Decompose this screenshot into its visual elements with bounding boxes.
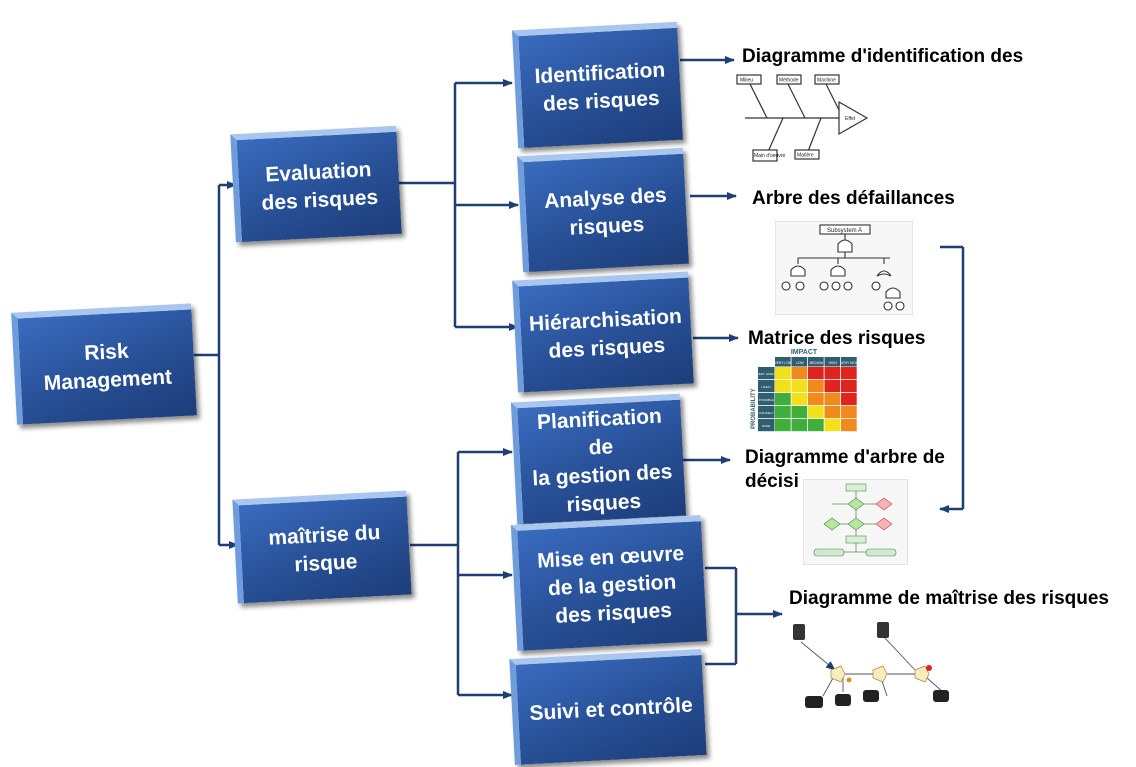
matrix-cell bbox=[791, 367, 808, 380]
matrix-col-label: LOW bbox=[796, 361, 804, 365]
matrix-col-header bbox=[791, 357, 808, 367]
matrix-row-label: LIKELY bbox=[761, 385, 771, 389]
matrix-cell bbox=[775, 419, 791, 432]
matrix-cell bbox=[791, 393, 808, 406]
matrix-cell bbox=[808, 406, 824, 419]
output-planification-label-line1: Diagramme d'arbre de bbox=[745, 447, 945, 468]
fault-tree-thumbnail: Subsystem A bbox=[775, 221, 913, 315]
matrix-row-header bbox=[758, 406, 775, 419]
suivi-box: Suivi et contrôle bbox=[509, 649, 707, 765]
decision-tree-drawing bbox=[813, 483, 897, 557]
matrix-cell bbox=[824, 419, 841, 432]
fishbone-cause-3: Machine bbox=[817, 78, 836, 84]
matrix-cell bbox=[791, 406, 808, 419]
decision-tree-thumbnail bbox=[803, 479, 908, 565]
matrix-row-header bbox=[758, 380, 775, 393]
matrix-cell bbox=[775, 393, 791, 406]
output-planification-label-line2: décisi bbox=[745, 471, 799, 492]
matrix-cell bbox=[808, 419, 824, 432]
matrix-cell bbox=[841, 367, 857, 380]
matrix-col-label: VERY HIGH bbox=[840, 361, 859, 365]
matrix-col-label: VERY LOW bbox=[775, 361, 793, 365]
maitrise-label-line2: risque bbox=[293, 550, 358, 577]
fault-tree-top-label: Subsystem A bbox=[827, 228, 862, 234]
matrix-row-header bbox=[758, 393, 775, 406]
output-maitrise-label: Diagramme de maîtrise des risques bbox=[789, 588, 1109, 609]
suivi-label-line1: Suivi et contrôle bbox=[528, 693, 694, 726]
fishbone-diagram-thumbnail: Milieu Méthode Machine Main d'oeuvre Mat… bbox=[727, 70, 887, 162]
process-control-thumbnail bbox=[783, 612, 973, 720]
matrix-probability-axis: PROBABILITY bbox=[751, 388, 757, 429]
fishbone-drawing: Milieu Méthode Machine Main d'oeuvre Mat… bbox=[736, 74, 869, 162]
matrix-row-label: UNLIKELY bbox=[759, 411, 773, 415]
matrix-impact-header: IMPACT bbox=[791, 349, 818, 356]
output-identification-label: Diagramme d'identification des bbox=[742, 46, 1024, 67]
matrix-row-label: RARE bbox=[762, 424, 770, 428]
matrix-col-header bbox=[808, 357, 824, 367]
matrix-cell bbox=[808, 380, 824, 393]
matrix-cell bbox=[841, 380, 857, 393]
matrix-col-label: HIGH bbox=[829, 361, 838, 365]
matrix-col-header bbox=[775, 357, 791, 367]
matrix-cell bbox=[775, 380, 791, 393]
matrix-row-header bbox=[758, 367, 775, 380]
fishbone-cause-5: Matière bbox=[797, 153, 814, 159]
matrix-cell bbox=[808, 393, 824, 406]
fishbone-cause-1: Milieu bbox=[740, 78, 753, 84]
matrix-cell bbox=[824, 367, 841, 380]
matrix-row-label: POSSIBLE bbox=[759, 398, 774, 402]
matrix-col-label: MEDIUM bbox=[810, 361, 824, 365]
matrix-col-header bbox=[841, 357, 857, 367]
matrix-cell bbox=[791, 380, 808, 393]
process-control-drawing bbox=[793, 622, 949, 708]
fishbone-cause-2: Méthode bbox=[779, 78, 799, 84]
identification-label-line2: des risques bbox=[542, 86, 661, 116]
matrix-row-label: VERY LIKELY bbox=[757, 372, 776, 376]
matrix-cell bbox=[841, 406, 857, 419]
matrix-cell bbox=[824, 380, 841, 393]
fishbone-effect: Effet bbox=[845, 116, 856, 122]
output-analyse-label: Arbre des défaillances bbox=[752, 188, 955, 209]
matrix-cell bbox=[775, 367, 791, 380]
matrix-cell bbox=[775, 406, 791, 419]
fault-tree-drawing: Subsystem A bbox=[781, 224, 905, 311]
matrix-cell bbox=[841, 419, 857, 432]
matrix-col-header bbox=[824, 357, 841, 367]
matrix-row-header bbox=[758, 419, 775, 432]
matrix-cell bbox=[824, 393, 841, 406]
evaluation-label-line2: des risques bbox=[260, 185, 379, 215]
maitrise-label-line1: maîtrise du bbox=[267, 520, 381, 550]
output-hierarchisation-label: Matrice des risques bbox=[748, 328, 926, 349]
planification-label-line1: Planification de bbox=[536, 404, 663, 460]
root-label-line2: Management bbox=[43, 365, 173, 396]
matrix-cell bbox=[791, 419, 808, 432]
matrix-cell bbox=[824, 406, 841, 419]
matrix-cell bbox=[808, 367, 824, 380]
matrix-cell bbox=[841, 393, 857, 406]
fishbone-cause-4: Main d'oeuvre bbox=[754, 153, 785, 159]
